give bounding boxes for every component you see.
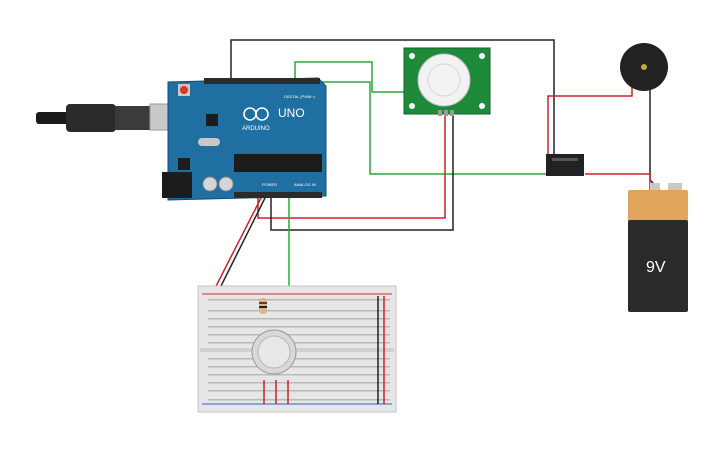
- piezo-buzzer[interactable]: [620, 43, 668, 91]
- dc-power-jack: [162, 172, 192, 198]
- capacitor: [202, 176, 218, 192]
- arduino-logo: [243, 107, 269, 121]
- analog-label: ANALOG IN: [294, 182, 316, 187]
- relay-module[interactable]: [546, 154, 584, 176]
- battery-cap: [628, 190, 688, 222]
- power-label: POWER: [262, 182, 277, 187]
- digital-header: [204, 78, 320, 84]
- wire-red-relay-battery: [585, 173, 651, 190]
- battery-terminal: [650, 183, 660, 191]
- resistor[interactable]: [259, 298, 267, 314]
- battery-label: 9V: [646, 259, 666, 276]
- power-analog-header: [234, 192, 322, 198]
- wire-red-relay-buzzer: [547, 86, 633, 160]
- digital-label: DIGITAL (PWM~): [284, 94, 316, 99]
- wire-red-breadboard: [210, 195, 263, 297]
- capacitor: [218, 176, 234, 192]
- pir-motion-sensor[interactable]: [403, 47, 491, 116]
- arduino-model: UNO: [278, 106, 305, 120]
- pir-dome: [417, 53, 471, 107]
- arduino-uno[interactable]: ARDUINO UNO DIGITAL (PWM~) POWER ANALOG …: [162, 77, 327, 201]
- wire-red-pir-vcc: [257, 114, 446, 219]
- gas-sensor[interactable]: [251, 329, 297, 375]
- wire-black-breadboard: [215, 195, 267, 297]
- battery-9v[interactable]: 9V: [628, 183, 688, 312]
- wire-black-pir-gnd: [270, 114, 454, 231]
- usb-cable: [36, 103, 175, 132]
- atmega-chip: [234, 154, 322, 172]
- breadboard-holes: [208, 299, 390, 401]
- breadboard: [197, 285, 397, 413]
- battery-terminal: [668, 183, 682, 191]
- wire-black-buzzer-battery: [649, 86, 661, 191]
- wire-black-top: [230, 39, 555, 155]
- crystal: [198, 138, 220, 146]
- battery-body: [628, 220, 688, 312]
- arduino-brand: ARDUINO: [242, 126, 270, 132]
